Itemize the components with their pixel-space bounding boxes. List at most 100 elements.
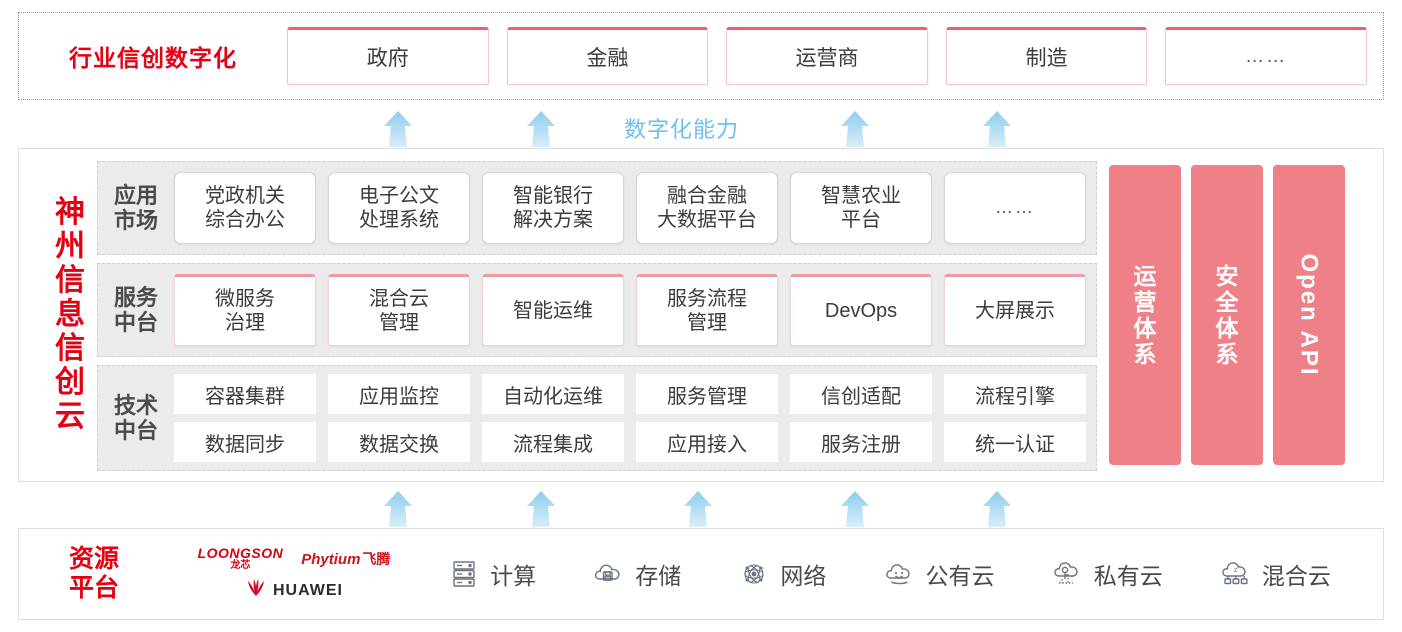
layer-technical-platform: 技术 中台 容器集群 应用监控 自动化运维 服务管理 信创适配 流程引擎 数据同… bbox=[97, 365, 1097, 471]
service-card-microservice-governance[interactable]: 微服务 治理 bbox=[174, 274, 316, 346]
resource-item-compute[interactable]: 计算 bbox=[447, 557, 536, 591]
card-line: 综合办公 bbox=[205, 209, 285, 231]
cloud-layers: 应用 市场 党政机关 综合办公 电子公文 处理系统 bbox=[97, 157, 1097, 475]
resource-title-line: 平台 bbox=[68, 574, 119, 602]
panel-char: 系 bbox=[1133, 341, 1157, 368]
tech-card-data-sync[interactable]: 数据同步 bbox=[174, 422, 316, 462]
service-card-service-process-mgmt[interactable]: 服务流程 管理 bbox=[636, 274, 778, 346]
service-card-big-screen[interactable]: 大屏展示 bbox=[944, 274, 1086, 346]
layer-label-line: 应用 bbox=[113, 182, 158, 208]
card-line: 党政机关 bbox=[205, 185, 285, 207]
panel-char: 体 bbox=[1215, 315, 1239, 341]
industry-band-title: 行业信创数字化 bbox=[69, 45, 237, 71]
resource-item-public-cloud[interactable]: 公有云 bbox=[883, 557, 995, 591]
card-line: 处理系统 bbox=[359, 209, 439, 231]
service-card-smart-ops[interactable]: 智能运维 bbox=[482, 274, 624, 346]
industry-card-finance[interactable]: 金融 bbox=[506, 27, 709, 85]
resource-item-private-cloud[interactable]: 私有云 bbox=[1051, 557, 1163, 591]
card-line: 智能银行 bbox=[513, 185, 593, 207]
industry-card-manufacturing[interactable]: 制造 bbox=[945, 27, 1148, 85]
tech-card-automated-ops[interactable]: 自动化运维 bbox=[482, 374, 624, 414]
capability-label: 数字化能力 bbox=[624, 117, 740, 142]
tech-card-process-integration[interactable]: 流程集成 bbox=[482, 422, 624, 462]
brand-char: 云 bbox=[55, 399, 85, 433]
resource-item-hybrid-cloud[interactable]: z 混合云 bbox=[1219, 557, 1331, 591]
card-line: 管理 bbox=[379, 312, 419, 334]
resource-item-label: 存储 bbox=[635, 563, 682, 589]
cloud-storage-icon bbox=[592, 557, 626, 591]
card-line: 电子公文 bbox=[359, 185, 439, 207]
loongson-logo-text: LOONGSON bbox=[197, 545, 284, 561]
up-arrow-icon bbox=[974, 490, 1020, 528]
server-icon bbox=[447, 557, 481, 591]
loongson-logo: LOONGSON 龙芯 bbox=[198, 546, 284, 571]
resource-platform-title: 资源 平台 bbox=[19, 545, 169, 603]
card-line: 融合金融 bbox=[667, 185, 747, 207]
service-card-devops[interactable]: DevOps bbox=[790, 274, 932, 346]
tech-card-service-mgmt[interactable]: 服务管理 bbox=[636, 374, 778, 414]
layer-label-line: 中台 bbox=[113, 418, 158, 443]
side-panel-group: 运 营 体 系 安 全 体 系 Open API bbox=[1109, 165, 1345, 465]
panel-char: 安 bbox=[1215, 262, 1239, 289]
industry-card-operator[interactable]: 运营商 bbox=[726, 27, 928, 85]
capability-arrow-strip: 数字化能力 bbox=[0, 106, 1402, 148]
tech-card-process-engine[interactable]: 流程引擎 bbox=[944, 374, 1086, 414]
tech-card-service-registry[interactable]: 服务注册 bbox=[790, 422, 932, 462]
phytium-logo-text: Phytium bbox=[301, 550, 361, 568]
application-card-list: 党政机关 综合办公 电子公文 处理系统 智能银行 解决方案 bbox=[174, 172, 1096, 244]
tech-card-unified-auth[interactable]: 统一认证 bbox=[944, 422, 1086, 462]
brand-char: 信 bbox=[55, 264, 85, 298]
card-line: 治理 bbox=[225, 312, 265, 334]
card-line: 大数据平台 bbox=[657, 209, 757, 231]
app-card-smart-bank[interactable]: 智能银行 解决方案 bbox=[482, 172, 624, 244]
layer-application-market: 应用 市场 党政机关 综合办公 电子公文 处理系统 bbox=[97, 161, 1097, 255]
layer-service-platform: 服务 中台 微服务 治理 混合云 管理 bbox=[97, 263, 1097, 357]
industry-card-list: 政府 金融 运营商 制造 …… bbox=[287, 27, 1383, 85]
panel-char: 运 bbox=[1133, 262, 1157, 289]
tech-card-app-monitoring[interactable]: 应用监控 bbox=[328, 374, 470, 414]
tech-card-container-cluster[interactable]: 容器集群 bbox=[174, 374, 316, 414]
card-line: 微服务 bbox=[215, 288, 275, 310]
layer-label-application-market: 应用 市场 bbox=[98, 183, 174, 234]
resource-arrow-strip bbox=[0, 486, 1402, 528]
side-panel-label: 安 全 体 系 bbox=[1216, 263, 1239, 368]
panel-char: 营 bbox=[1133, 288, 1157, 315]
svg-text:z: z bbox=[1234, 567, 1238, 574]
industry-card-more[interactable]: …… bbox=[1165, 27, 1367, 85]
card-line: 解决方案 bbox=[513, 209, 593, 231]
resource-title-line: 资源 bbox=[68, 545, 119, 573]
up-arrow-icon bbox=[518, 110, 564, 148]
tech-card-xinchuang-adaptation[interactable]: 信创适配 bbox=[790, 374, 932, 414]
private-cloud-icon bbox=[1051, 557, 1085, 591]
cloud-platform-box: 神 州 信 息 信 创 云 应用 市场 党政机关 综合办公 bbox=[18, 148, 1384, 482]
card-line: 服务流程 bbox=[667, 288, 747, 310]
layer-label-line: 中台 bbox=[113, 310, 158, 335]
public-cloud-icon bbox=[883, 557, 917, 591]
up-arrow-icon bbox=[832, 110, 878, 148]
tech-card-data-exchange[interactable]: 数据交换 bbox=[328, 422, 470, 462]
huawei-flower-icon bbox=[245, 579, 267, 602]
up-arrow-icon bbox=[675, 490, 721, 528]
app-card-more[interactable]: …… bbox=[944, 172, 1086, 244]
resource-item-label: 公有云 bbox=[925, 563, 995, 589]
brand-char: 信 bbox=[55, 331, 85, 365]
tech-card-app-access[interactable]: 应用接入 bbox=[636, 422, 778, 462]
brand-char: 创 bbox=[55, 365, 85, 399]
app-card-finance-bigdata[interactable]: 融合金融 大数据平台 bbox=[636, 172, 778, 244]
up-arrow-icon bbox=[375, 110, 421, 148]
resource-item-storage[interactable]: 存储 bbox=[592, 557, 681, 591]
brand-char: 神 bbox=[55, 196, 85, 230]
app-card-government-office[interactable]: 党政机关 综合办公 bbox=[174, 172, 316, 244]
side-panel-security-system[interactable]: 安 全 体 系 bbox=[1191, 165, 1263, 465]
resource-item-network[interactable]: 网络 bbox=[737, 557, 826, 591]
layer-label-technical-platform: 技术 中台 bbox=[98, 393, 174, 444]
service-card-hybrid-cloud-mgmt[interactable]: 混合云 管理 bbox=[328, 274, 470, 346]
app-card-smart-agriculture[interactable]: 智慧农业 平台 bbox=[790, 172, 932, 244]
side-panel-operations-system[interactable]: 运 营 体 系 bbox=[1109, 165, 1181, 465]
app-card-edoc-system[interactable]: 电子公文 处理系统 bbox=[328, 172, 470, 244]
technical-card-row: 数据同步 数据交换 流程集成 应用接入 服务注册 统一认证 bbox=[174, 422, 1086, 462]
industry-card-government[interactable]: 政府 bbox=[287, 27, 489, 85]
technical-card-grid: 容器集群 应用监控 自动化运维 服务管理 信创适配 流程引擎 数据同步 数据交换… bbox=[174, 374, 1096, 462]
side-panel-open-api[interactable]: Open API bbox=[1273, 165, 1345, 465]
